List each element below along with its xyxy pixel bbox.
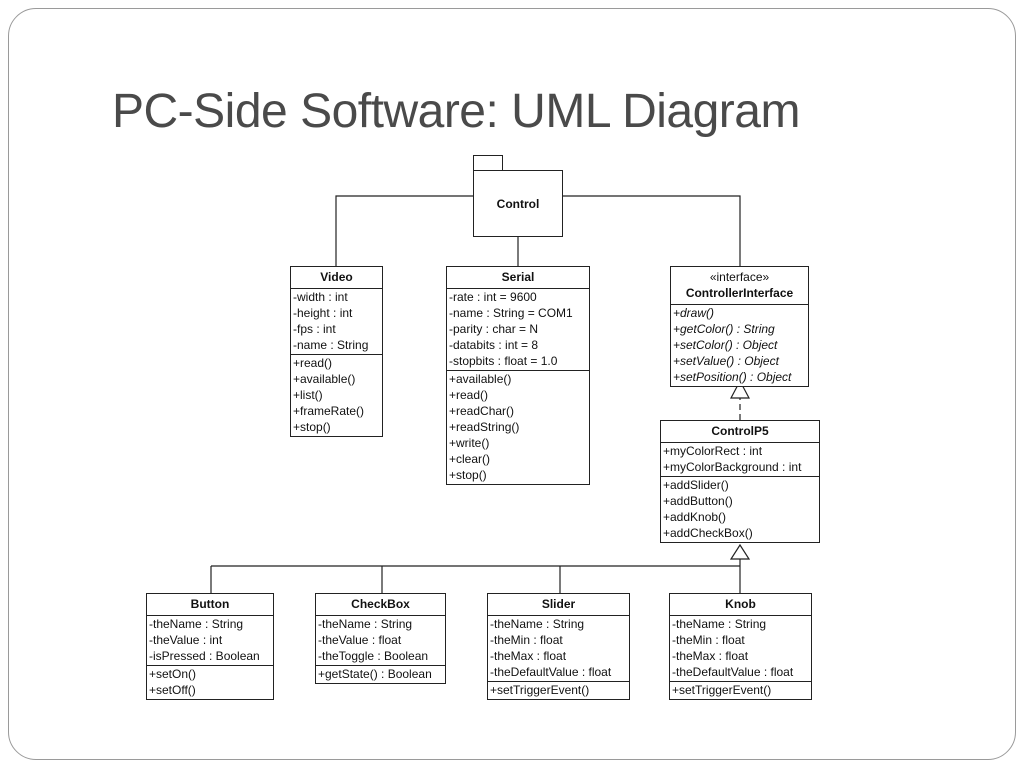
attribute: -theMin : float	[490, 633, 563, 647]
operation: +available()	[449, 372, 512, 386]
class-button: Button -theName : String -theValue : int…	[146, 593, 274, 700]
operation: +stop()	[293, 420, 331, 434]
attribute: -name : String	[293, 338, 369, 352]
class-name: Serial	[447, 267, 589, 289]
operation: +readChar()	[449, 404, 515, 418]
operation: +addKnob()	[663, 510, 727, 524]
operation: +getColor() : String	[673, 322, 775, 336]
attribute: +myColorBackground : int	[663, 460, 802, 474]
attribute: -theName : String	[318, 617, 413, 631]
attribute: -theToggle : Boolean	[318, 649, 429, 663]
stereotype-label: «interface»	[709, 270, 770, 284]
class-header: «interface» ControllerInterface	[671, 267, 808, 305]
operation: +read()	[449, 388, 489, 402]
operation: +read()	[293, 356, 333, 370]
operation: +setColor() : Object	[673, 338, 778, 352]
operation: +frameRate()	[293, 404, 365, 418]
class-checkbox: CheckBox -theName : String -theValue : f…	[315, 593, 446, 684]
attribute: -theValue : int	[149, 633, 223, 647]
class-video: Video -width : int -height : int -fps : …	[290, 266, 383, 437]
attribute: -databits : int = 8	[449, 338, 539, 352]
attribute: -height : int	[293, 306, 353, 320]
attributes-list: -theName : String -theValue : int -isPre…	[147, 616, 273, 665]
operations-list: +available() +read() +readChar() +readSt…	[447, 370, 589, 484]
operation: +addCheckBox()	[663, 526, 753, 540]
class-name: Video	[291, 267, 382, 289]
attribute: -theName : String	[149, 617, 244, 631]
attributes-list: -width : int -height : int -fps : int -n…	[291, 289, 382, 354]
operation: +readString()	[449, 420, 520, 434]
operations-list: +setTriggerEvent()	[488, 681, 629, 699]
attribute: -theMax : float	[490, 649, 567, 663]
operations-list: +read() +available() +list() +frameRate(…	[291, 354, 382, 436]
attribute: -theDefaultValue : float	[672, 665, 794, 679]
operation: +setOn()	[149, 667, 197, 681]
operation: +available()	[293, 372, 356, 386]
operation: +stop()	[449, 468, 487, 482]
attribute: -width : int	[293, 290, 348, 304]
class-slider: Slider -theName : String -theMin : float…	[487, 593, 630, 700]
operations-list: +draw() +getColor() : String +setColor()…	[671, 305, 808, 386]
class-name: ControlP5	[661, 421, 819, 443]
operation: +setPosition() : Object	[673, 370, 792, 384]
operations-list: +getState() : Boolean	[316, 665, 445, 683]
attributes-list: -theName : String -theMin : float -theMa…	[488, 616, 629, 681]
link-control-interface	[563, 195, 741, 266]
attribute: -isPressed : Boolean	[149, 649, 260, 663]
operation: +write()	[449, 436, 490, 450]
attribute: -name : String = COM1	[449, 306, 573, 320]
operation: +clear()	[449, 452, 491, 466]
package-tab	[473, 155, 503, 171]
class-name: Slider	[488, 594, 629, 616]
operations-list: +addSlider() +addButton() +addKnob() +ad…	[661, 476, 819, 542]
attributes-list: -theName : String -theMin : float -theMa…	[670, 616, 811, 681]
generalization-arrowhead	[729, 543, 751, 560]
attribute: -theName : String	[490, 617, 585, 631]
class-name: CheckBox	[316, 594, 445, 616]
class-name: ControllerInterface	[685, 286, 794, 300]
operation: +addSlider()	[663, 478, 729, 492]
link-control-video	[335, 195, 473, 266]
operations-list: +setOn() +setOff()	[147, 665, 273, 699]
attribute: -theDefaultValue : float	[490, 665, 612, 679]
package-name: Control	[496, 196, 540, 211]
attributes-list: +myColorRect : int +myColorBackground : …	[661, 443, 819, 476]
class-name: Button	[147, 594, 273, 616]
attribute: -parity : char = N	[449, 322, 539, 336]
attribute: -stopbits : float = 1.0	[449, 354, 558, 368]
operation: +setOff()	[149, 683, 196, 697]
attribute: -rate : int = 9600	[449, 290, 537, 304]
attributes-list: -rate : int = 9600 -name : String = COM1…	[447, 289, 589, 370]
operation: +draw()	[673, 306, 715, 320]
class-name: Knob	[670, 594, 811, 616]
operation: +setTriggerEvent()	[672, 683, 772, 697]
operations-list: +setTriggerEvent()	[670, 681, 811, 699]
operation: +getState() : Boolean	[318, 667, 432, 681]
attribute: -theMax : float	[672, 649, 749, 663]
operation: +setTriggerEvent()	[490, 683, 590, 697]
operation: +list()	[293, 388, 323, 402]
realization-arrowhead	[730, 379, 750, 399]
operation: +setValue() : Object	[673, 354, 779, 368]
control-package: Control	[473, 170, 563, 237]
class-serial: Serial -rate : int = 9600 -name : String…	[446, 266, 590, 485]
class-knob: Knob -theName : String -theMin : float -…	[669, 593, 812, 700]
class-controller-interface: «interface» ControllerInterface +draw() …	[670, 266, 809, 387]
attribute: -theMin : float	[672, 633, 745, 647]
attribute: +myColorRect : int	[663, 444, 763, 458]
attribute: -fps : int	[293, 322, 336, 336]
attributes-list: -theName : String -theValue : float -the…	[316, 616, 445, 665]
operation: +addButton()	[663, 494, 733, 508]
attribute: -theName : String	[672, 617, 767, 631]
slide-title: PC-Side Software: UML Diagram	[112, 85, 800, 138]
class-controlp5: ControlP5 +myColorRect : int +myColorBac…	[660, 420, 820, 543]
attribute: -theValue : float	[318, 633, 402, 647]
